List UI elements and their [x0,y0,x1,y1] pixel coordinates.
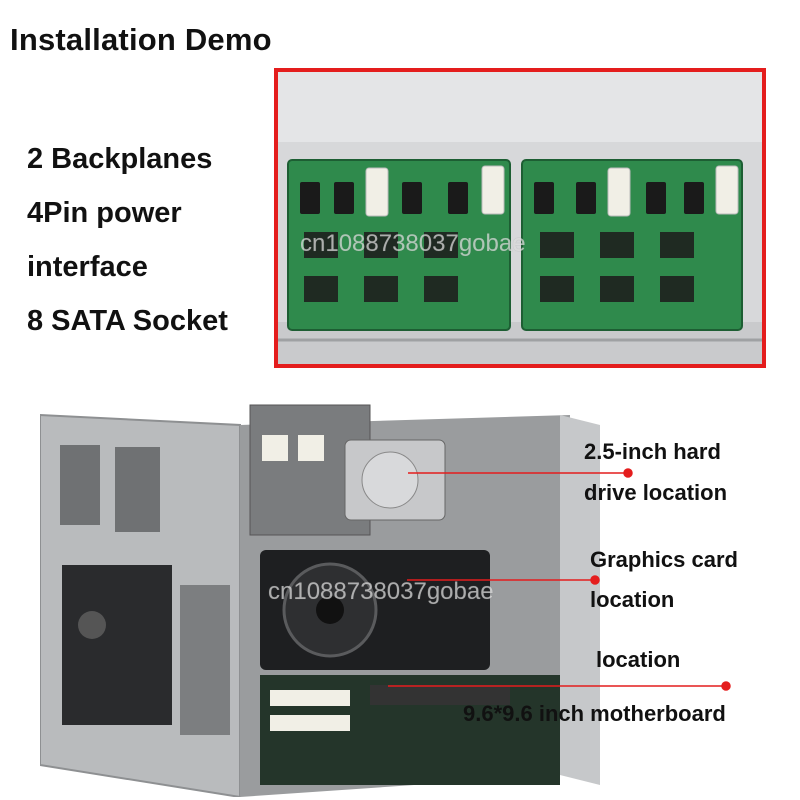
hdd-callout-line-1: 2.5-inch hard [584,439,721,464]
spec-list: 2 Backplanes 4Pin power interface 8 SATA… [27,132,277,348]
mobo-callout-line-2: 9.6*9.6 inch motherboard [463,701,726,726]
chassis-photo [40,385,600,797]
spec-sata: 8 SATA Socket [27,305,228,337]
hdd-callout-line-2: drive location [584,480,728,505]
spec-power: 4Pin power [27,197,182,229]
gpu-callout-line-1: Graphics card [590,547,738,572]
mobo-leader-dot [721,681,731,691]
chassis-illustration [40,404,600,797]
mobo-callout-line-1: location [596,647,681,672]
page-title: Installation Demo [10,22,272,57]
backplane-photo-frame [274,68,766,368]
hdd-leader-dot [623,468,633,478]
spec-interface: interface [27,251,148,283]
spec-backplanes: 2 Backplanes [27,143,213,175]
backplane-photo [278,72,762,364]
gpu-callout-line-2: location [590,587,675,612]
gpu-leader-dot [590,575,600,585]
